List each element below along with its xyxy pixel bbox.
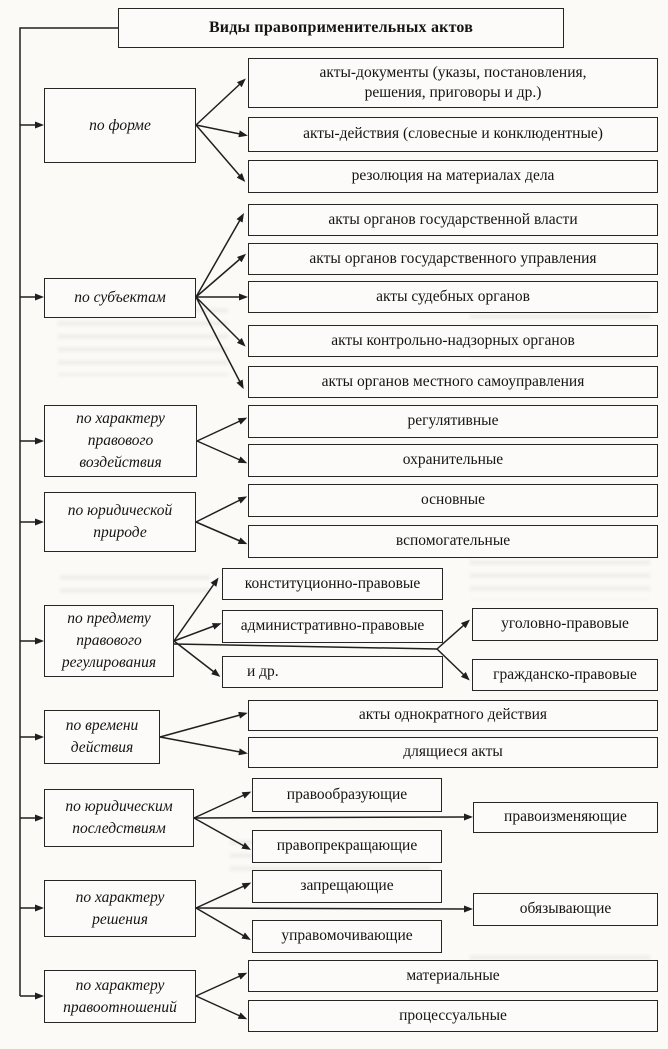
type-box-protective: охранительные: [248, 444, 658, 477]
type-box-resolution: резолюция на материалах дела: [248, 160, 658, 193]
type-box-basic: основные: [248, 484, 658, 517]
type-box-law-changing: правоизменяющие: [473, 802, 658, 833]
category-label: по субъектам: [74, 289, 166, 306]
type-label: правопрекращающие: [276, 837, 418, 855]
category-by-subjects: по субъектам: [44, 278, 196, 318]
type-label: конституционно-правовые: [244, 574, 421, 592]
type-label: процессуальные: [399, 1006, 507, 1024]
type-label: резолюция на материалах дела: [351, 167, 555, 185]
category-label: по характеру решения: [75, 888, 165, 928]
type-label: правообразующие: [286, 785, 408, 803]
fan-by-form: [195, 78, 248, 183]
category-label: по предмету правового регулирования: [61, 610, 157, 671]
type-label: акты контрольно-надзорных органов: [331, 331, 575, 349]
scan-bleed-artifact: [58, 308, 228, 376]
scan-bleed-artifact: [470, 560, 650, 600]
type-label: материальные: [406, 966, 500, 984]
fan-by-nature-of-legal-relations: [195, 972, 248, 1020]
type-box-auxiliary: вспомогательные: [248, 525, 658, 558]
category-label: по юридической природе: [67, 502, 173, 541]
scan-bleed-artifact: [60, 575, 210, 597]
type-box-authorizing: управомочивающие: [252, 920, 442, 953]
type-box-control-supervision: акты контрольно-надзорных органов: [248, 325, 658, 357]
category-label: по характеру правоотношений: [63, 976, 177, 1016]
type-box-etc: и др.: [222, 656, 443, 688]
category-by-time-of-action: по времени действия: [44, 710, 160, 764]
type-label: регулятивные: [407, 412, 499, 430]
type-box-continuing-acts: длящиеся акты: [248, 737, 658, 768]
type-label: запрещающие: [300, 877, 394, 895]
type-box-material: материальные: [248, 960, 658, 992]
type-box-procedural: процессуальные: [248, 1000, 658, 1032]
diagram-title-text: Виды правоприменительных актов: [208, 18, 474, 36]
type-box-law-terminating: правопрекращающие: [252, 830, 442, 863]
fan-by-legal-impact: [196, 417, 248, 464]
type-label: акты однократного действия: [358, 706, 548, 724]
type-box-prohibiting: запрещающие: [252, 870, 442, 903]
type-box-obliging: обязывающие: [473, 893, 658, 926]
type-box-acts-actions: акты-действия (словесные и конклюдентные…: [248, 117, 658, 152]
type-box-state-administration: акты органов государственного управления: [248, 243, 658, 275]
type-box-state-power: акты органов государственной власти: [248, 204, 658, 236]
category-by-subject-of-regulation: по предмету правового регулирования: [44, 605, 174, 677]
type-label: охранительные: [402, 451, 504, 469]
type-label: акты судебных органов: [376, 287, 530, 305]
type-box-administrative-legal: административно-правовые: [222, 610, 443, 643]
type-label: уголовно-правовые: [501, 615, 629, 633]
fan-by-subjects: [195, 213, 248, 390]
type-box-constitutional-legal: конституционно-правовые: [222, 568, 443, 600]
category-by-legal-consequences: по юридическим последствиям: [44, 789, 194, 847]
type-box-law-forming: правообразующие: [252, 778, 442, 812]
type-label: акты органов государственной власти: [328, 210, 578, 228]
category-by-form: по форме: [44, 88, 196, 163]
category-label: по характеру правового воздействия: [76, 410, 165, 471]
type-box-local-self-government: акты органов местного самоуправления: [248, 366, 658, 398]
type-label: акты-документы (указы, постановления, ре…: [319, 63, 587, 101]
type-label: обязывающие: [519, 900, 612, 918]
type-label: административно-правовые: [240, 617, 425, 635]
type-label: акты-действия (словесные и конклюдентные…: [303, 125, 603, 143]
category-by-nature-of-decision: по характеру решения: [44, 880, 196, 937]
category-label: по времени действия: [65, 717, 139, 756]
category-by-legal-nature: по юридической природе: [44, 492, 196, 552]
diagram-title: Виды правоприменительных актов: [118, 8, 564, 48]
fan-by-time-of-action: [159, 711, 248, 756]
type-label: акты органов местного самоуправления: [321, 372, 585, 390]
category-label: по форме: [89, 116, 151, 134]
type-label: правоизменяющие: [504, 808, 627, 826]
type-label: длящиеся акты: [403, 743, 503, 761]
type-label: управомочивающие: [281, 927, 413, 945]
type-box-acts-documents: акты-документы (указы, постановления, ре…: [248, 58, 658, 108]
type-label: основные: [421, 491, 485, 509]
category-label: по юридическим последствиям: [65, 798, 173, 837]
type-box-judicial: акты судебных органов: [248, 281, 658, 313]
type-label: гражданско-правовые: [493, 665, 637, 683]
category-by-legal-impact: по характеру правового воздействия: [44, 405, 197, 477]
type-label: вспомогательные: [395, 532, 511, 550]
type-box-civil-legal: гражданско-правовые: [472, 659, 658, 691]
category-by-nature-of-legal-relations: по характеру правоотношений: [44, 970, 196, 1023]
type-label: акты органов государственного управления: [309, 249, 597, 267]
type-box-criminal-legal: уголовно-правовые: [472, 608, 658, 641]
type-box-single-action-acts: акты однократного действия: [248, 700, 658, 731]
type-label: и др.: [247, 662, 279, 680]
fan-by-legal-nature: [195, 496, 248, 545]
type-box-regulative: регулятивные: [248, 405, 658, 438]
